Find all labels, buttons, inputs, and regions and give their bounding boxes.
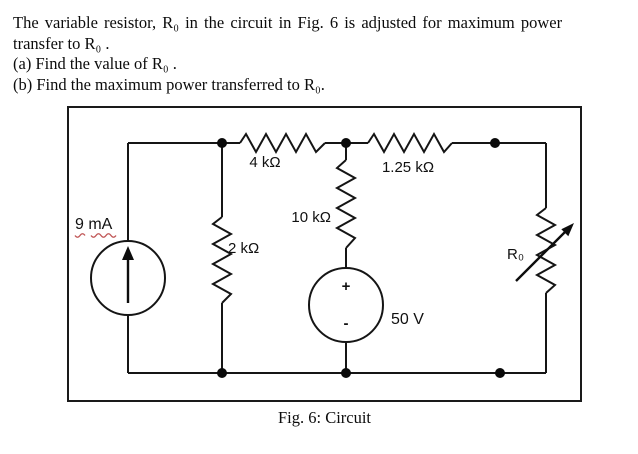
variable-resistor-arrowhead-icon [561,223,574,237]
resistor-2k-zigzag [210,216,234,304]
resistor-2k-label: 2 kΩ [228,240,259,257]
load-resistor-label: R₀ [507,246,524,263]
node-dot [495,368,505,378]
spellcheck-underline [90,233,117,238]
node-dot [217,138,227,148]
resistor-4k-zigzag [239,131,326,155]
variable-resistor-arrow-shaft [515,230,567,282]
resistor-4k-label: 4 kΩ [249,154,280,171]
problem-statement: The variable resistor, R₀ in the circuit… [13,13,628,95]
current-source-label: 9 mA [75,216,113,233]
resistor-1-25k-label: 1.25 kΩ [382,159,434,176]
resistor-10k-label: 10 kΩ [291,209,331,226]
problem-line-3: (a) Find the value of R₀ . [13,54,177,73]
node-dot [341,138,351,148]
voltage-plus-sign: + [342,278,351,295]
resistor-1-25k-zigzag [367,131,453,155]
node-dot [341,368,351,378]
voltage-minus-sign: - [344,315,349,332]
problem-line-1: The variable resistor, R₀ in the circuit… [13,13,563,32]
spellcheck-underline [74,233,86,238]
problem-line-2: transfer to R₀ . [13,33,110,53]
resistor-10k-zigzag [334,159,358,249]
figure-caption: Fig. 6: Circuit [277,408,372,427]
problem-line-4: (b) Find the maximum power transferred t… [13,74,325,94]
current-source-arrowhead-icon [122,246,134,260]
node-dot [490,138,500,148]
voltage-source-label: 50 V [391,311,424,328]
node-dot [217,368,227,378]
voltage-source-circle [308,267,384,343]
figure-border [67,106,582,402]
